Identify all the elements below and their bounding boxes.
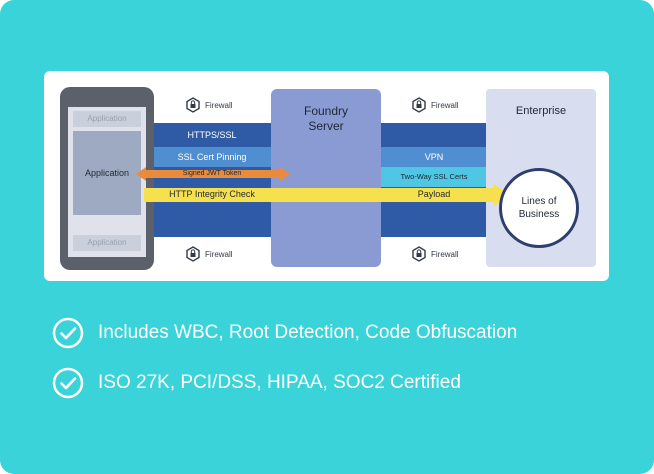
feature-item-2: ISO 27K, PCI/DSS, HIPAA, SOC2 Certified bbox=[52, 367, 461, 399]
https-label: HTTPS/SSL bbox=[187, 130, 237, 140]
firewall-top-left: Firewall bbox=[186, 97, 233, 113]
right-band-certs bbox=[379, 167, 489, 187]
check-circle-icon bbox=[52, 317, 84, 349]
firewall-lock-icon bbox=[412, 246, 426, 262]
jwt-label: Signed JWT Token bbox=[182, 170, 242, 177]
firewall-label: Firewall bbox=[205, 100, 233, 110]
foundry-server-box: Foundry Server bbox=[271, 89, 381, 267]
firewall-lock-icon bbox=[186, 246, 200, 262]
feature-text: Includes WBC, Root Detection, Code Obfus… bbox=[98, 322, 518, 343]
firewall-lock-icon bbox=[186, 97, 200, 113]
phone-screen: Application Application Application bbox=[68, 107, 146, 257]
app-main: Application bbox=[73, 131, 141, 215]
firewall-lock-icon bbox=[412, 97, 426, 113]
firewall-label: Firewall bbox=[205, 249, 233, 259]
lines-of-business-circle: Lines of Business bbox=[499, 168, 579, 248]
check-circle-icon bbox=[52, 367, 84, 399]
app-top: Application bbox=[73, 111, 141, 127]
left-band-light bbox=[148, 147, 276, 167]
payload-label: Payload bbox=[417, 189, 451, 199]
feature-item-1: Includes WBC, Root Detection, Code Obfus… bbox=[52, 317, 517, 349]
payload-arrow bbox=[144, 184, 510, 206]
firewall-bottom-right: Firewall bbox=[412, 246, 459, 262]
firewall-bottom-left: Firewall bbox=[186, 246, 233, 262]
firewall-top-right: Firewall bbox=[412, 97, 459, 113]
certs-label: Two-Way SSL Certs bbox=[400, 172, 468, 181]
jwt-arrow bbox=[136, 167, 290, 181]
vpn-label: VPN bbox=[424, 152, 444, 162]
architecture-diagram: Firewall Firewall Firewall Firewall Ente… bbox=[44, 71, 609, 281]
pinning-label: SSL Cert Pinning bbox=[177, 152, 247, 162]
lob-label: Lines of Business bbox=[518, 196, 560, 220]
integrity-label: HTTP Integrity Check bbox=[169, 189, 255, 199]
enterprise-title: Enterprise bbox=[515, 105, 567, 117]
left-band-top bbox=[148, 123, 276, 147]
feature-text: ISO 27K, PCI/DSS, HIPAA, SOC2 Certified bbox=[98, 372, 461, 393]
firewall-label: Firewall bbox=[431, 249, 459, 259]
left-band-bottom bbox=[148, 221, 276, 237]
app-bottom: Application bbox=[73, 235, 141, 251]
server-title: Foundry Server bbox=[303, 104, 349, 133]
right-band-vpn bbox=[379, 147, 489, 167]
mobile-device: Application Application Application bbox=[60, 87, 154, 270]
firewall-label: Firewall bbox=[431, 100, 459, 110]
right-band-top bbox=[379, 123, 489, 147]
